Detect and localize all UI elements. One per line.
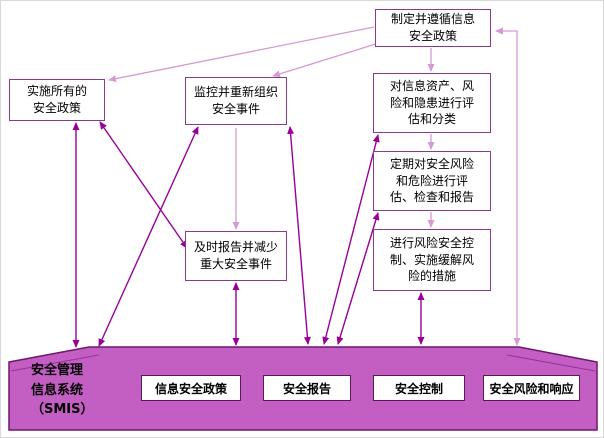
smis-title: 安全管理 信息系统 （SMIS） (31, 363, 94, 417)
arrow-monitor-report-platform (287, 126, 311, 345)
node-implement: 实施所有的 安全政策 (9, 79, 105, 121)
smis-module-report: 安全报告 (263, 375, 351, 401)
node-monitor: 监控并重新组织 安全事件 (185, 77, 287, 125)
arrow-policy-to-monitor (272, 42, 380, 78)
node-assess: 对信息资产、风 险和隐患进行评 估和分类 (373, 73, 491, 133)
platform-fold-left (10, 354, 100, 372)
arrow-monitor-platform (98, 126, 199, 347)
arrow-policy-to-implement (108, 26, 375, 83)
light-arrows (108, 26, 521, 346)
arrow-implement-report (99, 121, 188, 249)
arrow-periodic-platform (336, 212, 380, 345)
arrow-platform-policy-loop (495, 27, 521, 346)
node-control: 进行风险安全控 制、实施缓解风 险的措施 (373, 229, 491, 291)
platform-fold-right (506, 354, 596, 372)
smis-module-control: 安全控制 (373, 375, 465, 401)
node-periodic: 定期对安全风险 和危险进行评 估、检查和报告 (373, 151, 491, 211)
node-report: 及时报告并减少 重大安全事件 (185, 231, 287, 281)
node-policy: 制定并遵循信息 安全政策 (375, 9, 491, 47)
smis-module-policy: 信息安全政策 (141, 375, 241, 401)
smis-module-risk: 安全风险和响应 (483, 375, 580, 401)
dark-arrows (72, 121, 425, 348)
